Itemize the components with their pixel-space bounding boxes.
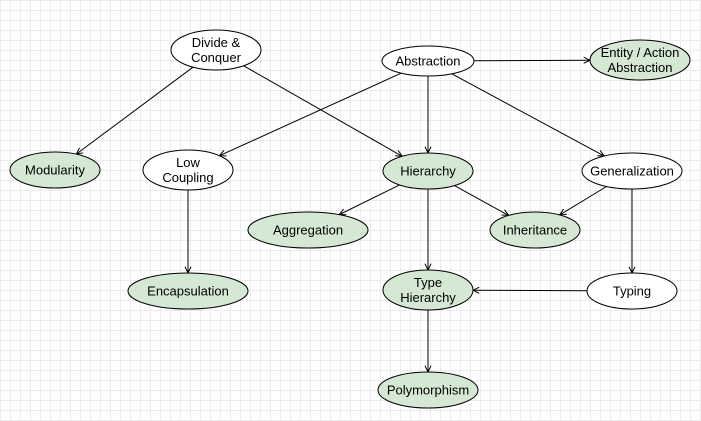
node-ellipse [381, 45, 475, 77]
edge-generalization-to-inheritance [558, 186, 607, 216]
node-inheritance[interactable]: Inheritance [489, 211, 581, 249]
node-typing[interactable]: Typing [586, 272, 678, 310]
edge-typing-to-typehierarchy [471, 286, 588, 294]
node-abstraction[interactable]: Abstraction [381, 45, 475, 77]
node-label: Abstraction [607, 60, 672, 75]
node-label: Aggregation [273, 223, 343, 238]
node-label: Hierarchy [400, 290, 456, 305]
node-label: Generalization [590, 164, 674, 179]
edge-hierarchy-to-inheritance [454, 185, 510, 216]
edge-line [75, 66, 194, 155]
node-ellipse [581, 152, 683, 190]
node-label: Entity / Action [601, 45, 680, 60]
node-label: Inheritance [503, 223, 567, 238]
node-label: Polymorphism [387, 383, 469, 398]
node-ellipse [589, 39, 691, 81]
node-label: Conquer [191, 50, 242, 65]
edge-lowcoupling-to-encapsulation [184, 190, 192, 275]
node-label: Type [414, 275, 442, 290]
edges-layer [75, 56, 636, 374]
node-label: Low [176, 155, 200, 170]
edge-typehierarchy-to-polymorphism [424, 310, 432, 374]
edge-abstraction-to-lowcoupling [218, 72, 402, 157]
edge-generalization-to-typing [628, 189, 636, 275]
node-polymorphism[interactable]: Polymorphism [377, 371, 479, 409]
node-generalization[interactable]: Generalization [581, 152, 683, 190]
node-encapsulation[interactable]: Encapsulation [127, 272, 249, 310]
node-ellipse [9, 151, 101, 189]
node-ellipse [377, 371, 479, 409]
node-ellipse [142, 149, 234, 191]
edge-line [472, 289, 588, 292]
node-label: Coupling [162, 170, 213, 185]
node-label: Divide & [192, 35, 241, 50]
edge-line [243, 65, 403, 157]
node-modularity[interactable]: Modularity [9, 151, 101, 189]
node-ellipse [247, 211, 369, 249]
edge-line [473, 59, 591, 62]
edge-abstraction-to-entity [473, 56, 592, 64]
edge-divide-to-hierarchy [243, 65, 404, 157]
node-label: Typing [613, 284, 651, 299]
node-hierarchy[interactable]: Hierarchy [382, 152, 474, 190]
node-ellipse [170, 29, 262, 71]
edge-line [559, 186, 607, 216]
node-label: Encapsulation [147, 284, 229, 299]
node-ellipse [382, 152, 474, 190]
node-ellipse [489, 211, 581, 249]
edge-hierarchy-to-aggregation [338, 184, 400, 216]
edge-line [454, 185, 509, 216]
edge-abstraction-to-hierarchy [424, 76, 432, 155]
edge-abstraction-to-generalization [451, 73, 606, 157]
node-label: Abstraction [395, 54, 460, 69]
node-label: Hierarchy [400, 164, 456, 179]
node-divide[interactable]: Divide &Conquer [170, 29, 262, 71]
edge-line [219, 72, 402, 157]
node-ellipse [382, 269, 474, 311]
arrowhead-icon [558, 208, 567, 216]
node-label: Modularity [25, 163, 85, 178]
edge-line [451, 73, 605, 157]
edge-line [339, 184, 400, 216]
edge-divide-to-modularity [75, 66, 194, 155]
node-ellipse [127, 272, 249, 310]
edge-hierarchy-to-typehierarchy [424, 189, 432, 272]
node-aggregation[interactable]: Aggregation [247, 211, 369, 249]
node-ellipse [586, 272, 678, 310]
